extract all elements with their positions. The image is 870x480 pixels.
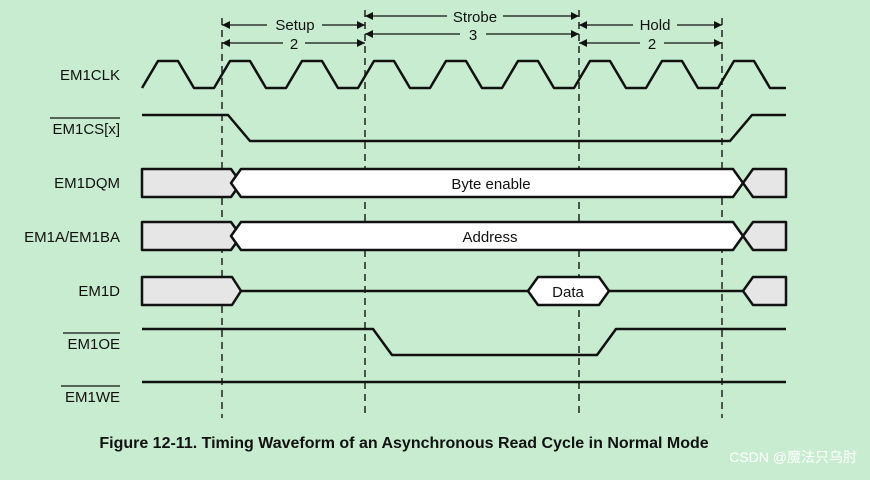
waveform-em1cs — [142, 113, 786, 143]
signal-label-em1d: EM1D — [78, 283, 120, 300]
bus-value-byte-enable: Byte enable — [451, 176, 530, 193]
waveform-em1clk — [140, 59, 786, 90]
strobe-label: Strobe — [453, 9, 497, 26]
setup-dimension: Setup 2 — [222, 17, 365, 53]
setup-label: Setup — [275, 17, 314, 34]
figure-caption: Figure 12-11. Timing Waveform of an Asyn… — [99, 435, 708, 452]
signal-label-em1clk: EM1CLK — [60, 67, 120, 84]
hold-cycles: 2 — [648, 36, 656, 53]
watermark-text: CSDN @魔法只乌肘 — [729, 449, 857, 465]
waveform-em1a-em1ba: Address — [140, 220, 788, 252]
signal-label-em1a-em1ba: EM1A/EM1BA — [24, 229, 120, 246]
signal-label-em1cs: EM1CS[x] — [52, 121, 120, 138]
strobe-dimension: Strobe 3 — [365, 9, 579, 44]
hold-dimension: Hold 2 — [579, 17, 722, 53]
strobe-cycles: 3 — [469, 27, 477, 44]
waveform-em1oe — [142, 327, 786, 357]
bus-value-data: Data — [552, 284, 584, 301]
waveform-em1dqm: Byte enable — [140, 167, 788, 199]
bus-value-address: Address — [462, 229, 517, 246]
waveform-em1d: Data — [140, 275, 788, 307]
signal-label-em1oe: EM1OE — [67, 336, 120, 353]
setup-cycles: 2 — [290, 36, 298, 53]
signal-label-em1we: EM1WE — [65, 389, 120, 406]
signal-label-em1dqm: EM1DQM — [54, 175, 120, 192]
hold-label: Hold — [640, 17, 671, 34]
